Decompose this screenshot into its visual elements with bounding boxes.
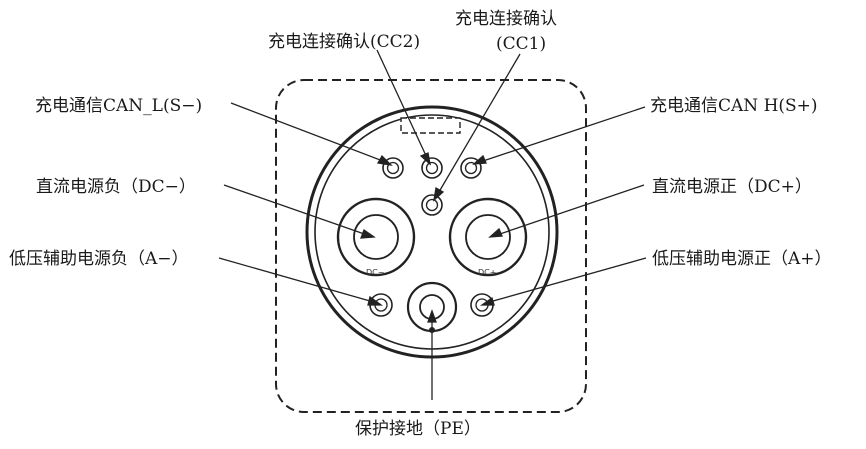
label-a-minus: 低压辅助电源负（A−） bbox=[9, 249, 189, 269]
label-a-plus: 低压辅助电源正（A+） bbox=[652, 249, 832, 269]
label-dc-minus: 直流电源负（DC−） bbox=[36, 177, 196, 197]
key-notch bbox=[400, 117, 461, 134]
pin-dc-minus bbox=[336, 197, 416, 277]
label-cc2: 充电连接确认(CC2) bbox=[268, 32, 420, 52]
leader-lines bbox=[218, 49, 647, 400]
label-dc-plus: 直流电源正（DC+） bbox=[652, 177, 812, 197]
label-s-minus: 充电通信CAN_L(S−) bbox=[35, 96, 202, 116]
pin-cc1 bbox=[421, 194, 443, 216]
pin-dc-plus bbox=[448, 197, 528, 277]
label-cc1-line1: 充电连接确认 bbox=[455, 9, 557, 29]
pin-cc2 bbox=[421, 157, 443, 179]
pin-mark-dc-plus: DC+ bbox=[478, 268, 496, 277]
pin-mark-dc-minus: DC− bbox=[366, 268, 384, 277]
label-s-plus: 充电通信CAN H(S+) bbox=[650, 96, 818, 116]
label-cc1-line2: (CC1) bbox=[496, 34, 546, 54]
label-pe: 保护接地（PE） bbox=[355, 419, 481, 439]
housing-outline bbox=[275, 79, 587, 413]
